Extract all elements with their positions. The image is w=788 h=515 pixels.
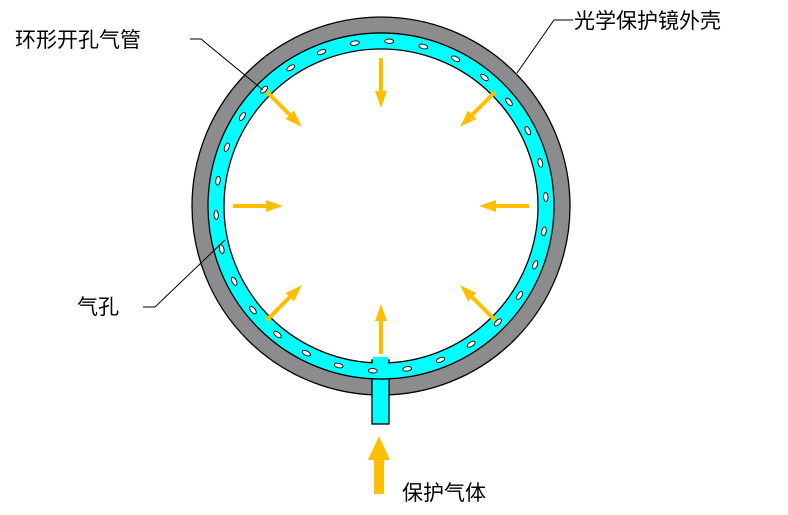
inward-arrow	[233, 200, 283, 212]
inward-arrow	[375, 304, 387, 354]
air-hole	[493, 318, 502, 327]
air-hole	[524, 126, 532, 136]
leader-shell	[516, 19, 573, 74]
air-hole	[223, 142, 230, 152]
label-shell: 光学保护镜外壳	[574, 9, 721, 33]
air-hole	[301, 349, 311, 357]
air-hole	[215, 175, 221, 186]
air-hole	[333, 362, 344, 369]
pipe-joint	[373, 357, 388, 365]
air-hole	[260, 85, 269, 94]
air-hole	[451, 55, 461, 63]
air-hole	[230, 276, 238, 286]
label-ring-pipe: 环形开孔气管	[15, 28, 141, 52]
label-protective-gas: 保护气体	[402, 481, 486, 505]
air-hole	[384, 38, 395, 44]
air-hole	[435, 356, 446, 363]
inward-arrow	[265, 90, 302, 127]
air-hole	[466, 340, 476, 348]
air-hole	[418, 43, 429, 50]
air-hole	[238, 112, 246, 121]
inward-arrow	[375, 58, 387, 108]
air-hole	[367, 368, 378, 374]
label-hole: 气孔	[77, 295, 119, 319]
leader-hole	[143, 239, 226, 308]
air-hole	[505, 97, 513, 107]
air-hole	[316, 49, 327, 56]
air-hole	[286, 64, 296, 72]
arrows-group	[233, 58, 529, 494]
air-hole	[349, 40, 360, 46]
gas-inlet-arrow	[368, 436, 390, 494]
air-hole	[543, 192, 549, 202]
air-hole	[273, 330, 282, 339]
inward-arrow	[479, 200, 529, 212]
air-hole	[213, 210, 219, 220]
air-hole	[249, 305, 257, 315]
inward-arrow	[265, 285, 302, 322]
air-hole	[541, 226, 547, 237]
air-hole	[402, 366, 413, 372]
air-hole	[537, 158, 544, 168]
inward-arrow	[460, 90, 497, 127]
leader-ring-pipe	[190, 38, 264, 91]
inward-arrow	[460, 285, 497, 322]
holes-group	[213, 38, 549, 374]
air-hole	[532, 260, 539, 270]
air-hole	[516, 291, 524, 300]
ring-pipe	[207, 32, 555, 380]
air-hole	[480, 73, 489, 82]
